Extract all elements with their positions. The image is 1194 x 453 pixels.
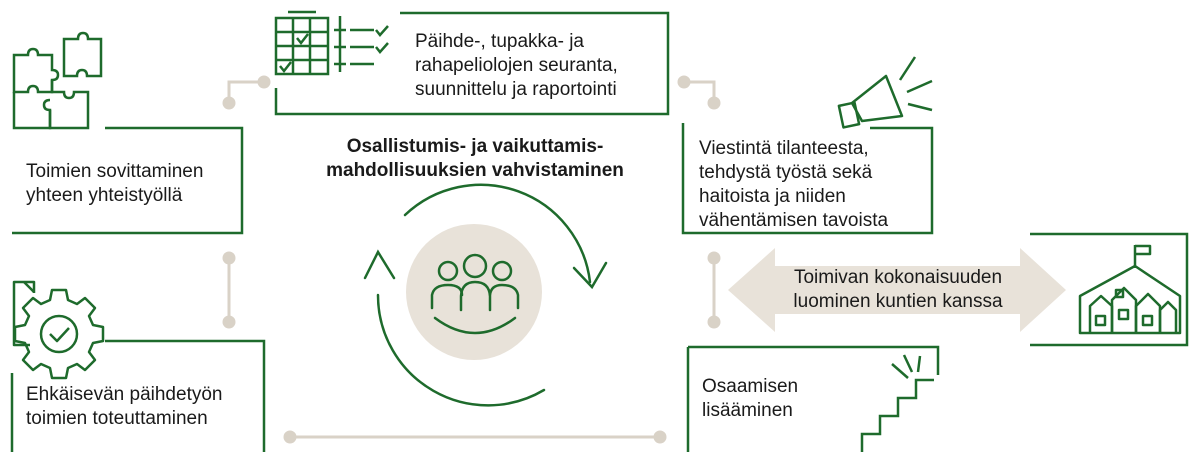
block-competence-text: Osaamisen lisääminen bbox=[702, 376, 799, 421]
connector-lines bbox=[222, 75, 721, 444]
stairs-icon bbox=[860, 354, 934, 452]
block-coordination-text: Toimien sovittaminen yhteen yhteistyöllä bbox=[26, 161, 204, 206]
gear-check-icon bbox=[12, 280, 105, 380]
puzzle-icon bbox=[12, 31, 103, 130]
frame-coordination bbox=[12, 126, 244, 235]
group-people-icon bbox=[430, 253, 520, 335]
block-prevention-text: Ehkäisevän päihdetyön toimien toteuttami… bbox=[26, 384, 223, 429]
block-communication-text: Viestintä tilanteesta, tehdystä työstä s… bbox=[699, 138, 889, 231]
double-arrow bbox=[728, 248, 1066, 332]
block-municipalities-text: Toimivan kokonaisuuden luominen kuntien … bbox=[793, 267, 1003, 312]
frame-competence bbox=[686, 345, 940, 452]
block-frames bbox=[10, 11, 1189, 452]
center-circle bbox=[406, 224, 542, 360]
frame-municipalities bbox=[1030, 232, 1189, 347]
frame-communication bbox=[681, 123, 934, 235]
center-title: Osallistumis- ja vaikuttamis- mahdollisu… bbox=[326, 136, 624, 181]
houses-icon bbox=[1078, 244, 1182, 335]
block-monitoring-text: Päihde-, tupakka- ja rahapeliolojen seur… bbox=[415, 31, 618, 100]
frame-prevention bbox=[10, 339, 266, 452]
checklist-icon bbox=[274, 10, 389, 76]
cycle-arrows-icon bbox=[363, 183, 608, 407]
megaphone-icon bbox=[837, 56, 933, 129]
frame-monitoring bbox=[274, 11, 670, 116]
